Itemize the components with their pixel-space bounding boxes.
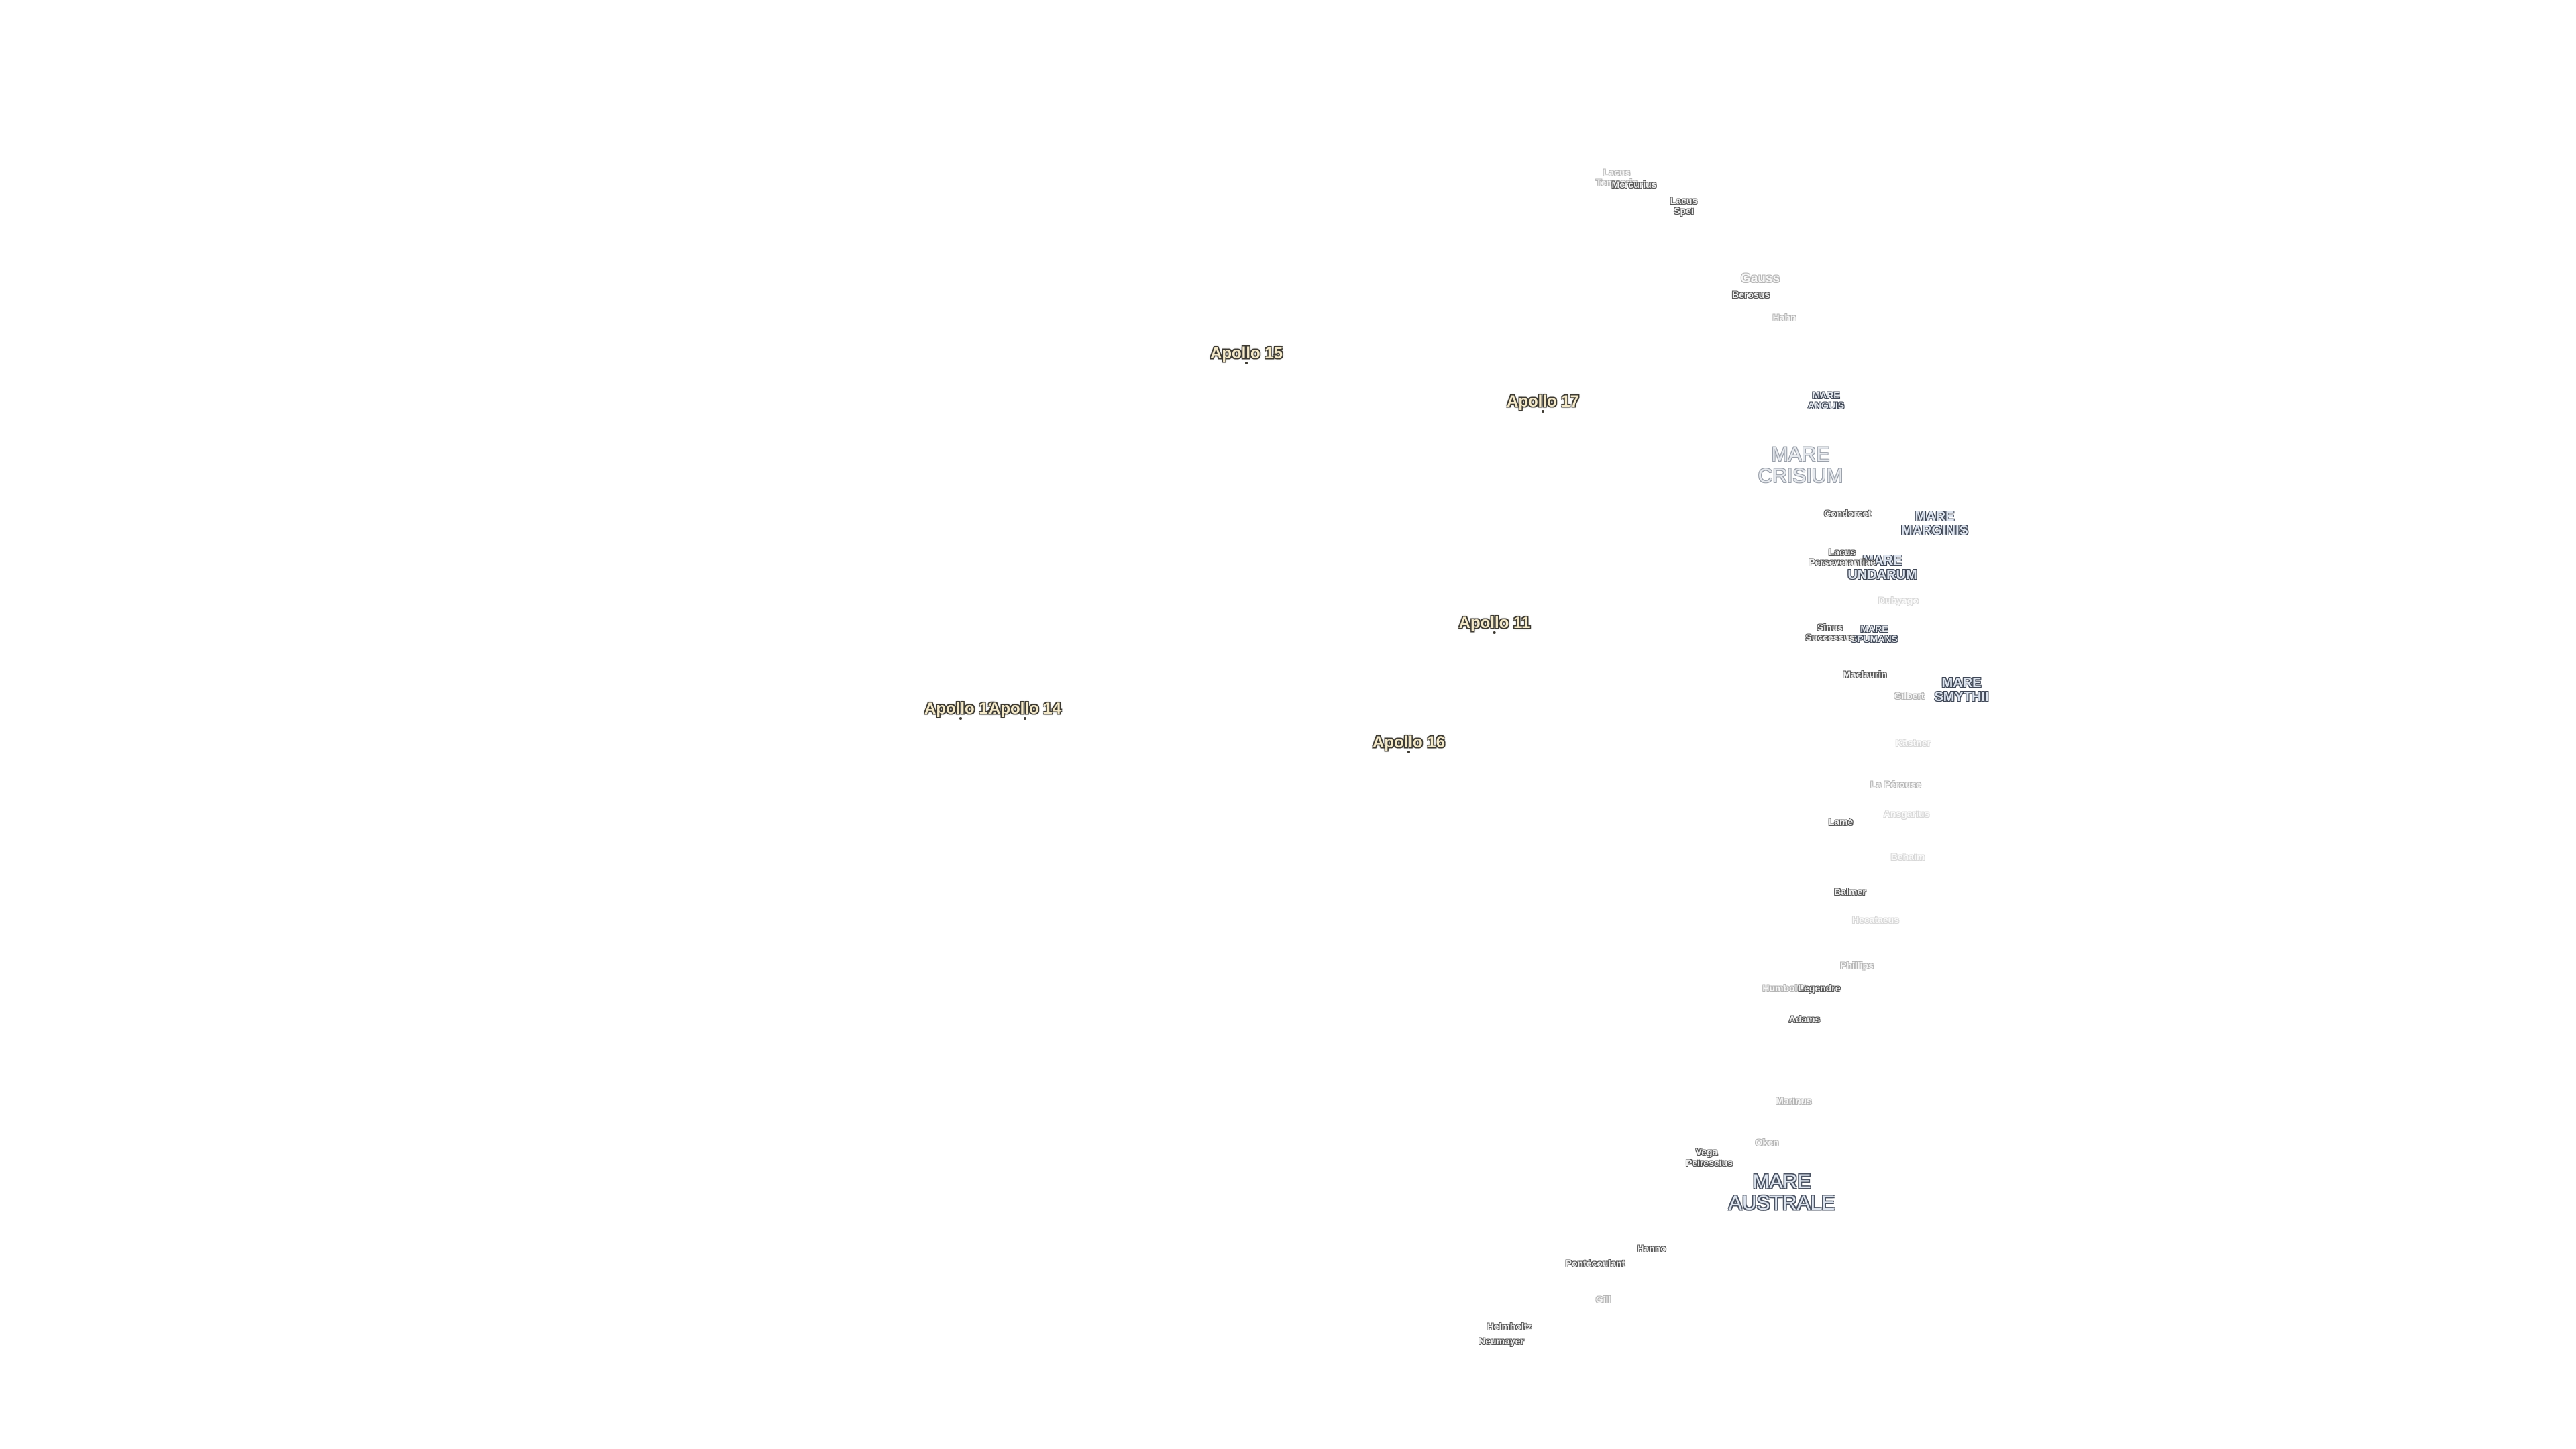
crater-pontecoulant-label[interactable]: Pontécoulant [1565, 1258, 1625, 1269]
mare-spumans-label[interactable]: MARE SPUMANS [1850, 623, 1898, 644]
landing-pin-icon [1023, 717, 1026, 720]
crater-humboldt-label[interactable]: Humboldt [1762, 983, 1807, 994]
mare-crisium-label[interactable]: MARE CRISIUM [1758, 443, 1843, 487]
lacus-temporis-label[interactable]: Lacus Temporis [1596, 167, 1638, 188]
crater-maclaurin-label[interactable]: Maclaurin [1843, 669, 1887, 680]
crater-hahn-label[interactable]: Hahn [1772, 312, 1796, 323]
crater-helmholtz-label[interactable]: Helmholtz [1487, 1321, 1532, 1332]
mare-australe-label[interactable]: MARE AUSTRALE [1728, 1171, 1835, 1214]
crater-oken-label[interactable]: Oken [1755, 1137, 1779, 1148]
crater-vega-label[interactable]: Vega [1695, 1146, 1718, 1157]
crater-gauss-label[interactable]: Gauss [1740, 272, 1780, 286]
apollo-15-site[interactable]: Apollo 15 [1210, 344, 1283, 365]
mare-marginis-label[interactable]: MARE MARGINIS [1901, 509, 1968, 538]
apollo-17-label: Apollo 17 [1506, 392, 1580, 411]
crater-gilbert-label[interactable]: Gilbert [1894, 690, 1925, 701]
apollo-14-label: Apollo 14 [988, 700, 1062, 718]
mare-undarum-label[interactable]: MARE UNDARUM [1847, 553, 1917, 582]
apollo-14-site[interactable]: Apollo 14 [989, 700, 1061, 720]
apollo-11-site[interactable]: Apollo 11 [1458, 614, 1531, 635]
landing-pin-icon [1407, 751, 1410, 754]
crater-marinus-label[interactable]: Marinus [1776, 1095, 1812, 1106]
lacus-spei-label[interactable]: Lacus Spei [1670, 195, 1698, 216]
crater-neumayer-label[interactable]: Neumayer [1479, 1336, 1524, 1346]
landing-pin-icon [1541, 410, 1544, 413]
apollo-15-label: Apollo 15 [1210, 344, 1283, 362]
crater-berosus-label[interactable]: Berosus [1731, 289, 1770, 300]
crater-balmer-label[interactable]: Balmer [1834, 886, 1866, 897]
crater-kastner-label[interactable]: Kästner [1895, 737, 1931, 748]
mare-anguis-label[interactable]: MARE ANGUIS [1807, 390, 1845, 411]
crater-gill-label[interactable]: Gill [1595, 1294, 1611, 1305]
crater-mercurius-label[interactable]: Mercurius [1611, 179, 1657, 190]
mare-smythii-label[interactable]: MARE SMYTHII [1934, 676, 1989, 704]
apollo-17-site[interactable]: Apollo 17 [1507, 393, 1579, 413]
crater-peirescius-label[interactable]: Peirescius [1685, 1157, 1733, 1168]
crater-hecataeus-label[interactable]: Hecataeus [1851, 914, 1900, 925]
apollo-12-label: Apollo 12 [924, 700, 998, 718]
crater-hanno-label[interactable]: Hanno [1637, 1243, 1666, 1254]
crater-lame-label[interactable]: Lamé [1828, 816, 1854, 827]
crater-la-perouse-label[interactable]: La Pérouse [1870, 779, 1921, 790]
crater-ansgarius-label[interactable]: Ansgarius [1883, 808, 1930, 819]
landing-pin-icon [1493, 631, 1496, 635]
sinus-successus-label[interactable]: Sinus Successus [1805, 622, 1855, 643]
lacus-perseverantiae-label[interactable]: Lacus Perseverantiae [1809, 547, 1876, 568]
apollo-11-label: Apollo 11 [1458, 614, 1531, 632]
crater-legendre-label[interactable]: Legendre [1798, 983, 1841, 994]
crater-condorcet-label[interactable]: Condorcet [1824, 508, 1871, 519]
crater-phillips-label[interactable]: Phillips [1840, 960, 1874, 971]
crater-dubyago-label[interactable]: Dubyago [1878, 595, 1919, 606]
landing-pin-icon [1244, 362, 1248, 365]
landing-pin-icon [959, 717, 962, 720]
crater-behaim-label[interactable]: Behaim [1890, 851, 1925, 862]
crater-adams-label[interactable]: Adams [1788, 1014, 1821, 1024]
apollo-12-site[interactable]: Apollo 12 [924, 700, 997, 720]
apollo-16-site[interactable]: Apollo 16 [1372, 733, 1446, 754]
apollo-16-label: Apollo 16 [1372, 733, 1446, 751]
